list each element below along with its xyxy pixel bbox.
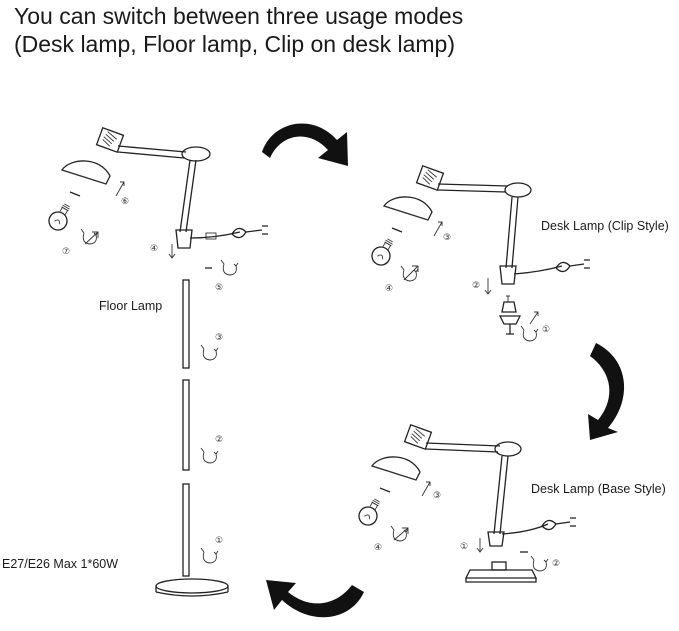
bulb-spec-label: E27/E26 Max 1*60W (2, 557, 119, 571)
big-arrow-right-icon (588, 343, 625, 440)
step-number: ④ (385, 284, 393, 294)
base-lamp-drawing (355, 424, 576, 583)
step-number: ③ (215, 333, 223, 343)
step-number: ⑦ (62, 247, 70, 257)
floor-lamp-label: Floor Lamp (99, 299, 163, 313)
big-arrow-top-icon (262, 123, 348, 166)
step-number: ① (542, 325, 550, 335)
clip-style-label: Desk Lamp (Clip Style) (541, 219, 669, 233)
heading: You can switch between three usage modes… (14, 2, 463, 58)
step-number: ⑤ (215, 283, 223, 293)
heading-line-1: You can switch between three usage modes (14, 3, 464, 29)
clip-lamp-drawing (368, 165, 590, 342)
step-number: ⑥ (121, 197, 129, 207)
step-number: ② (552, 559, 560, 569)
step-number: ① (215, 536, 223, 546)
step-number: ③ (433, 491, 441, 501)
step-number: ④ (150, 244, 158, 254)
step-number: ① (460, 542, 468, 552)
floor-lamp-drawing (45, 127, 268, 597)
heading-line-2: (Desk lamp, Floor lamp, Clip on desk lam… (14, 31, 455, 57)
step-number: ② (215, 435, 223, 445)
step-number: ④ (374, 543, 382, 553)
step-number: ③ (443, 233, 451, 243)
step-number: ② (472, 281, 480, 291)
big-arrow-bottom-icon (266, 580, 364, 618)
base-style-label: Desk Lamp (Base Style) (531, 482, 666, 496)
